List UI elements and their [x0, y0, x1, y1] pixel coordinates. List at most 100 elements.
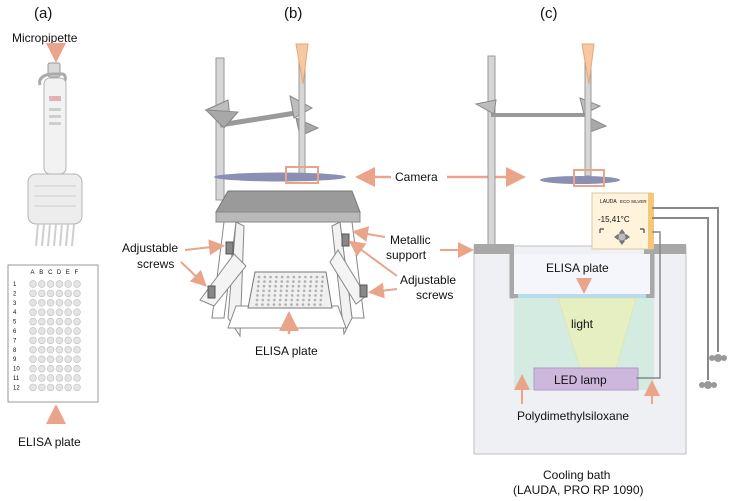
plate-well — [64, 364, 72, 373]
plate-b-well — [279, 289, 283, 293]
label-elisa-plate-b: ELISA plate — [255, 344, 318, 358]
plate-row-label: 1 — [13, 282, 17, 288]
plate-well — [73, 383, 81, 392]
bath-controller: LAUDA ECO SILVER -15,41°C — [591, 192, 654, 250]
plate-well — [38, 336, 46, 345]
plate-b-well — [273, 289, 277, 293]
plate-well — [55, 299, 64, 307]
plate-b-well — [319, 294, 323, 297]
plate-b-well — [285, 294, 288, 297]
plate-b-well — [262, 284, 266, 288]
label-led-lamp: LED lamp — [554, 373, 607, 387]
plate-well — [29, 374, 37, 382]
panel-label-c: (c) — [540, 5, 558, 22]
plate-well — [38, 346, 46, 354]
plate-b-well — [262, 289, 265, 293]
plate-b-well — [309, 284, 312, 288]
plate-well — [46, 280, 55, 288]
plate-well — [46, 364, 55, 373]
label-camera: Camera — [395, 170, 438, 184]
plate-well — [64, 346, 72, 354]
plate-well — [38, 364, 46, 373]
plate-b-well — [297, 289, 300, 293]
plate-b-well — [314, 284, 318, 288]
plate-b-well — [256, 289, 260, 293]
plate-b-well — [321, 275, 325, 279]
label-pdms: Polydimethylsiloxane — [517, 409, 629, 423]
plate-b-well — [319, 303, 322, 306]
metallic-support-b — [199, 190, 368, 338]
controller-knob-icon — [617, 232, 627, 242]
plate-well — [55, 280, 64, 288]
plate-b-well — [291, 289, 294, 293]
plate-row-label: 6 — [13, 329, 17, 335]
plate-column-label: B — [39, 270, 43, 276]
plate-b-well — [285, 289, 289, 293]
plate-column-label: F — [75, 270, 79, 276]
plate-well — [73, 327, 81, 335]
plate-b-well — [302, 298, 305, 302]
plate-well — [64, 317, 72, 326]
plate-b-well — [275, 275, 278, 279]
plate-well — [38, 383, 46, 392]
plate-row-label: 9 — [13, 357, 17, 363]
label-cooling-bath-1: Cooling bath — [543, 468, 610, 482]
plate-b-well — [267, 298, 270, 302]
stand-b — [204, 43, 320, 201]
plate-b-well — [314, 289, 318, 293]
plate-b-well — [309, 275, 313, 279]
plate-row-label: 2 — [13, 291, 17, 297]
plate-b-well — [255, 298, 259, 302]
panel-label-b: (b) — [284, 5, 302, 22]
plate-b-well — [280, 284, 283, 288]
plate-well — [29, 383, 37, 392]
plate-row-label: 7 — [13, 338, 17, 344]
panel-label-a: (a) — [34, 5, 52, 22]
plate-b-well — [284, 298, 288, 302]
plate-row-label: 5 — [13, 320, 17, 326]
plate-well — [73, 289, 81, 298]
plate-well — [46, 317, 55, 326]
plate-well — [55, 308, 64, 316]
plate-well — [29, 280, 37, 288]
plate-well — [29, 289, 37, 298]
plate-well — [46, 346, 55, 354]
plate-b-well — [320, 284, 324, 288]
plate-well — [29, 299, 37, 307]
plate-well — [29, 346, 37, 354]
plate-well — [38, 317, 46, 326]
label-elisa-plate-c: ELISA plate — [546, 261, 609, 275]
plate-b-well — [302, 289, 306, 293]
plate-well — [46, 336, 55, 345]
plate-b-well — [290, 298, 294, 302]
plate-row-label: 12 — [13, 385, 20, 391]
plate-b-well — [257, 280, 260, 283]
label-micropipette: Micropipette — [12, 31, 78, 45]
hose-connector-icon — [699, 381, 717, 389]
plate-well — [38, 374, 46, 382]
plate-b-well — [286, 280, 289, 283]
plate-b-well — [273, 298, 276, 302]
plate-b-well — [280, 275, 284, 279]
plate-well — [46, 327, 55, 335]
label-cooling-bath-2: (LAUDA, PRO RP 1090) — [513, 483, 644, 497]
plate-well — [73, 308, 81, 316]
plate-well — [64, 327, 72, 335]
plate-b-well — [297, 284, 301, 288]
plate-b-well — [268, 289, 271, 293]
plate-well — [64, 289, 72, 298]
plate-well — [46, 289, 55, 298]
label-metallic-support-1: Metallic — [390, 233, 431, 247]
plate-b-well — [263, 275, 267, 279]
plate-b-well — [313, 298, 317, 302]
label-light: light — [571, 317, 594, 331]
plate-b-well — [279, 294, 282, 297]
plate-well — [29, 308, 37, 316]
plate-b-well — [285, 284, 289, 288]
plate-b-well — [278, 303, 282, 306]
label-adjustable-screws-left-1: Adjustable — [122, 241, 178, 255]
plate-well — [73, 364, 81, 373]
label-adjustable-screws-right-1: Adjustable — [400, 273, 456, 287]
plate-well — [38, 280, 46, 288]
